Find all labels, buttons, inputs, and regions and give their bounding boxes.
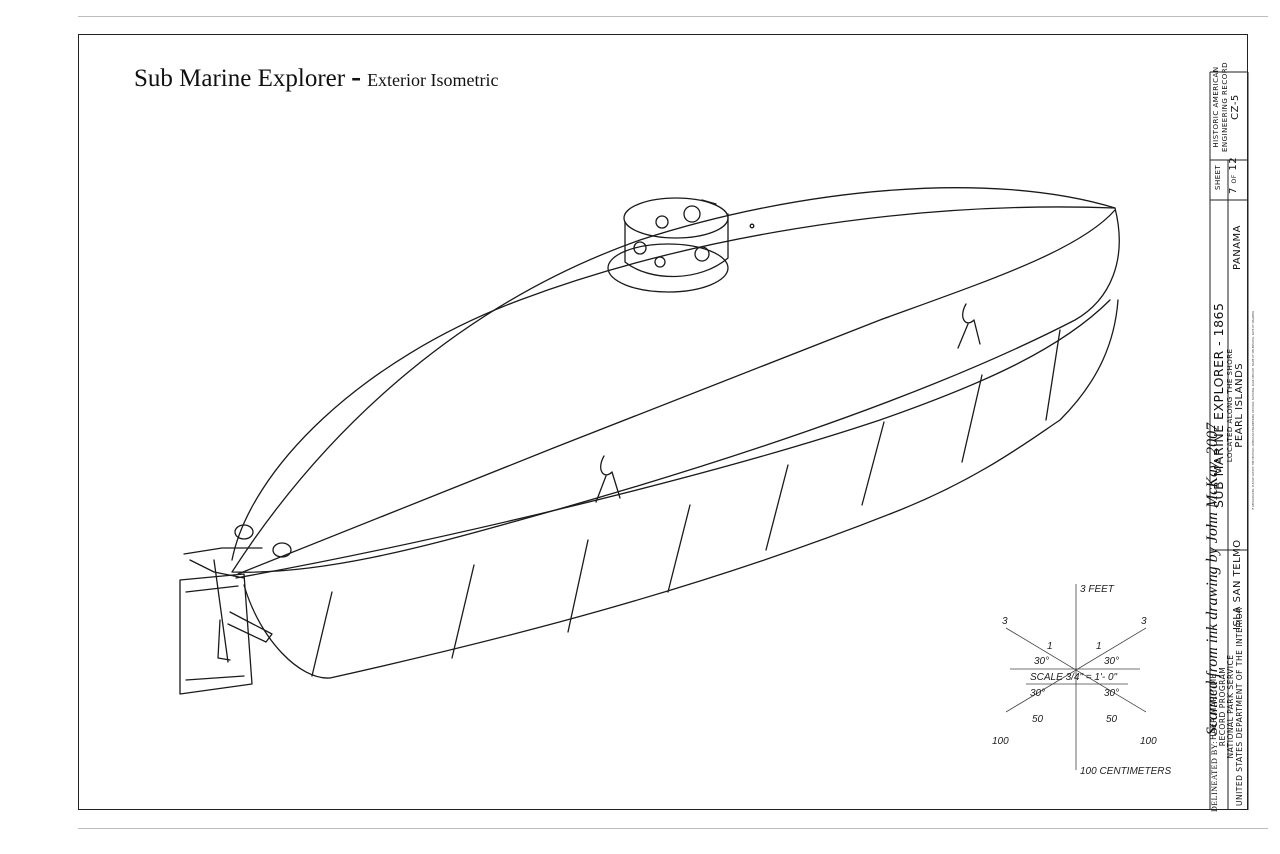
sheet-number: 7 OF 12: [1228, 157, 1239, 194]
fine-print: IF REPRODUCED, PLEASE CREDIT: THE HISTOR…: [1252, 310, 1255, 510]
scale-tick: 1: [1096, 641, 1102, 652]
turret-base: [607, 243, 729, 293]
turret-top: [623, 197, 729, 239]
sheet-of: OF: [1231, 174, 1238, 184]
lifting-eye: [957, 303, 981, 349]
stern-linkage: [183, 547, 263, 579]
agency-line: UNITED STATES DEPARTMENT OF THE INTERIOR: [1234, 607, 1244, 806]
scale-figure: [1005, 584, 1147, 770]
scale-tick: 50: [1106, 714, 1118, 725]
scale-angle: 30°: [1104, 688, 1119, 699]
title-dash: -: [351, 60, 362, 93]
hull-outline: [231, 187, 1120, 573]
scale-text: SCALE 3/4" = 1'- 0": [1030, 672, 1118, 683]
title-sub: Exterior Isometric: [367, 70, 499, 90]
sheet-label: SHEET: [1214, 164, 1222, 190]
scale-tick: 100: [992, 736, 1009, 747]
panel-seam: [311, 591, 333, 677]
hull-skirt-top: [235, 299, 1111, 579]
panel-seam: [765, 464, 789, 551]
project-name: SUB MARINE EXPLORER - 1865: [1211, 302, 1226, 508]
lifting-eye: [595, 455, 621, 503]
scale-cm-label: 100 CENTIMETERS: [1080, 766, 1171, 777]
scale-tick: 50: [1032, 714, 1044, 725]
record-line: HISTORIC AMERICAN: [1212, 66, 1220, 148]
location-island: ISLA SAN TELMO: [1232, 539, 1243, 630]
location-country: PANAMA: [1232, 224, 1243, 270]
viewport: [655, 215, 669, 229]
title-main: Sub Marine Explorer: [134, 65, 346, 92]
panel-seam: [961, 374, 983, 463]
title-block-lines: [1209, 71, 1249, 810]
record-line: ENGINEERING RECORD: [1221, 62, 1229, 152]
viewport: [633, 241, 647, 255]
scale-tick: 3: [1141, 616, 1147, 627]
agency-block: HAER MARITIME RECORD PROGRAM NATIONAL PA…: [1209, 607, 1244, 806]
hull-ridge: [237, 209, 1116, 575]
scale-angle: 30°: [1104, 656, 1119, 667]
viewport: [683, 205, 701, 223]
stern-fitting: [234, 524, 254, 540]
hull-skirt: [243, 299, 1119, 679]
panel-seam: [1045, 329, 1061, 421]
hull-back-ridge: [231, 206, 1116, 561]
project-block: SUB MARINE EXPLORER - 1865 LOCATED ALONG…: [1211, 302, 1245, 508]
sheet-index: 7: [1228, 187, 1239, 194]
scale-angle: 30°: [1034, 656, 1049, 667]
viewport: [694, 246, 710, 262]
record-id: CZ-5: [1230, 94, 1241, 120]
hatch-hinge: [701, 199, 717, 205]
scale-labels: 3 FEET 3 1 1 3 30° 30° SCALE 3/4" = 1'- …: [992, 584, 1171, 777]
viewport: [654, 256, 666, 268]
rudder-plate: [179, 573, 253, 695]
scale-tick: 100: [1140, 736, 1157, 747]
scale-feet-label: 3 FEET: [1080, 584, 1115, 595]
drawing-title: Sub Marine Explorer-Exterior Isometric: [134, 60, 499, 94]
panel-seam: [667, 504, 691, 593]
sheet-edge-top: [78, 16, 1268, 17]
scale-tick: 1: [1047, 641, 1053, 652]
propeller-blade: [227, 611, 273, 643]
panel-seam: [567, 539, 589, 633]
record-block: HISTORIC AMERICAN ENGINEERING RECORD CZ-…: [1212, 62, 1242, 152]
stern-fitting: [272, 542, 292, 558]
scale-angle: 30°: [1030, 688, 1045, 699]
panel-seam: [451, 564, 475, 659]
panel-seam: [861, 421, 885, 506]
propeller-shaft: [213, 559, 229, 663]
sheet-total: 12: [1228, 156, 1239, 171]
rudder-inner: [185, 585, 245, 681]
turret-wall: [624, 213, 729, 278]
scale-tick: 3: [1002, 616, 1008, 627]
sheet-edge-bottom: [78, 828, 1268, 829]
propeller-blade: [217, 619, 231, 661]
project-place: PEARL ISLANDS: [1234, 362, 1245, 448]
